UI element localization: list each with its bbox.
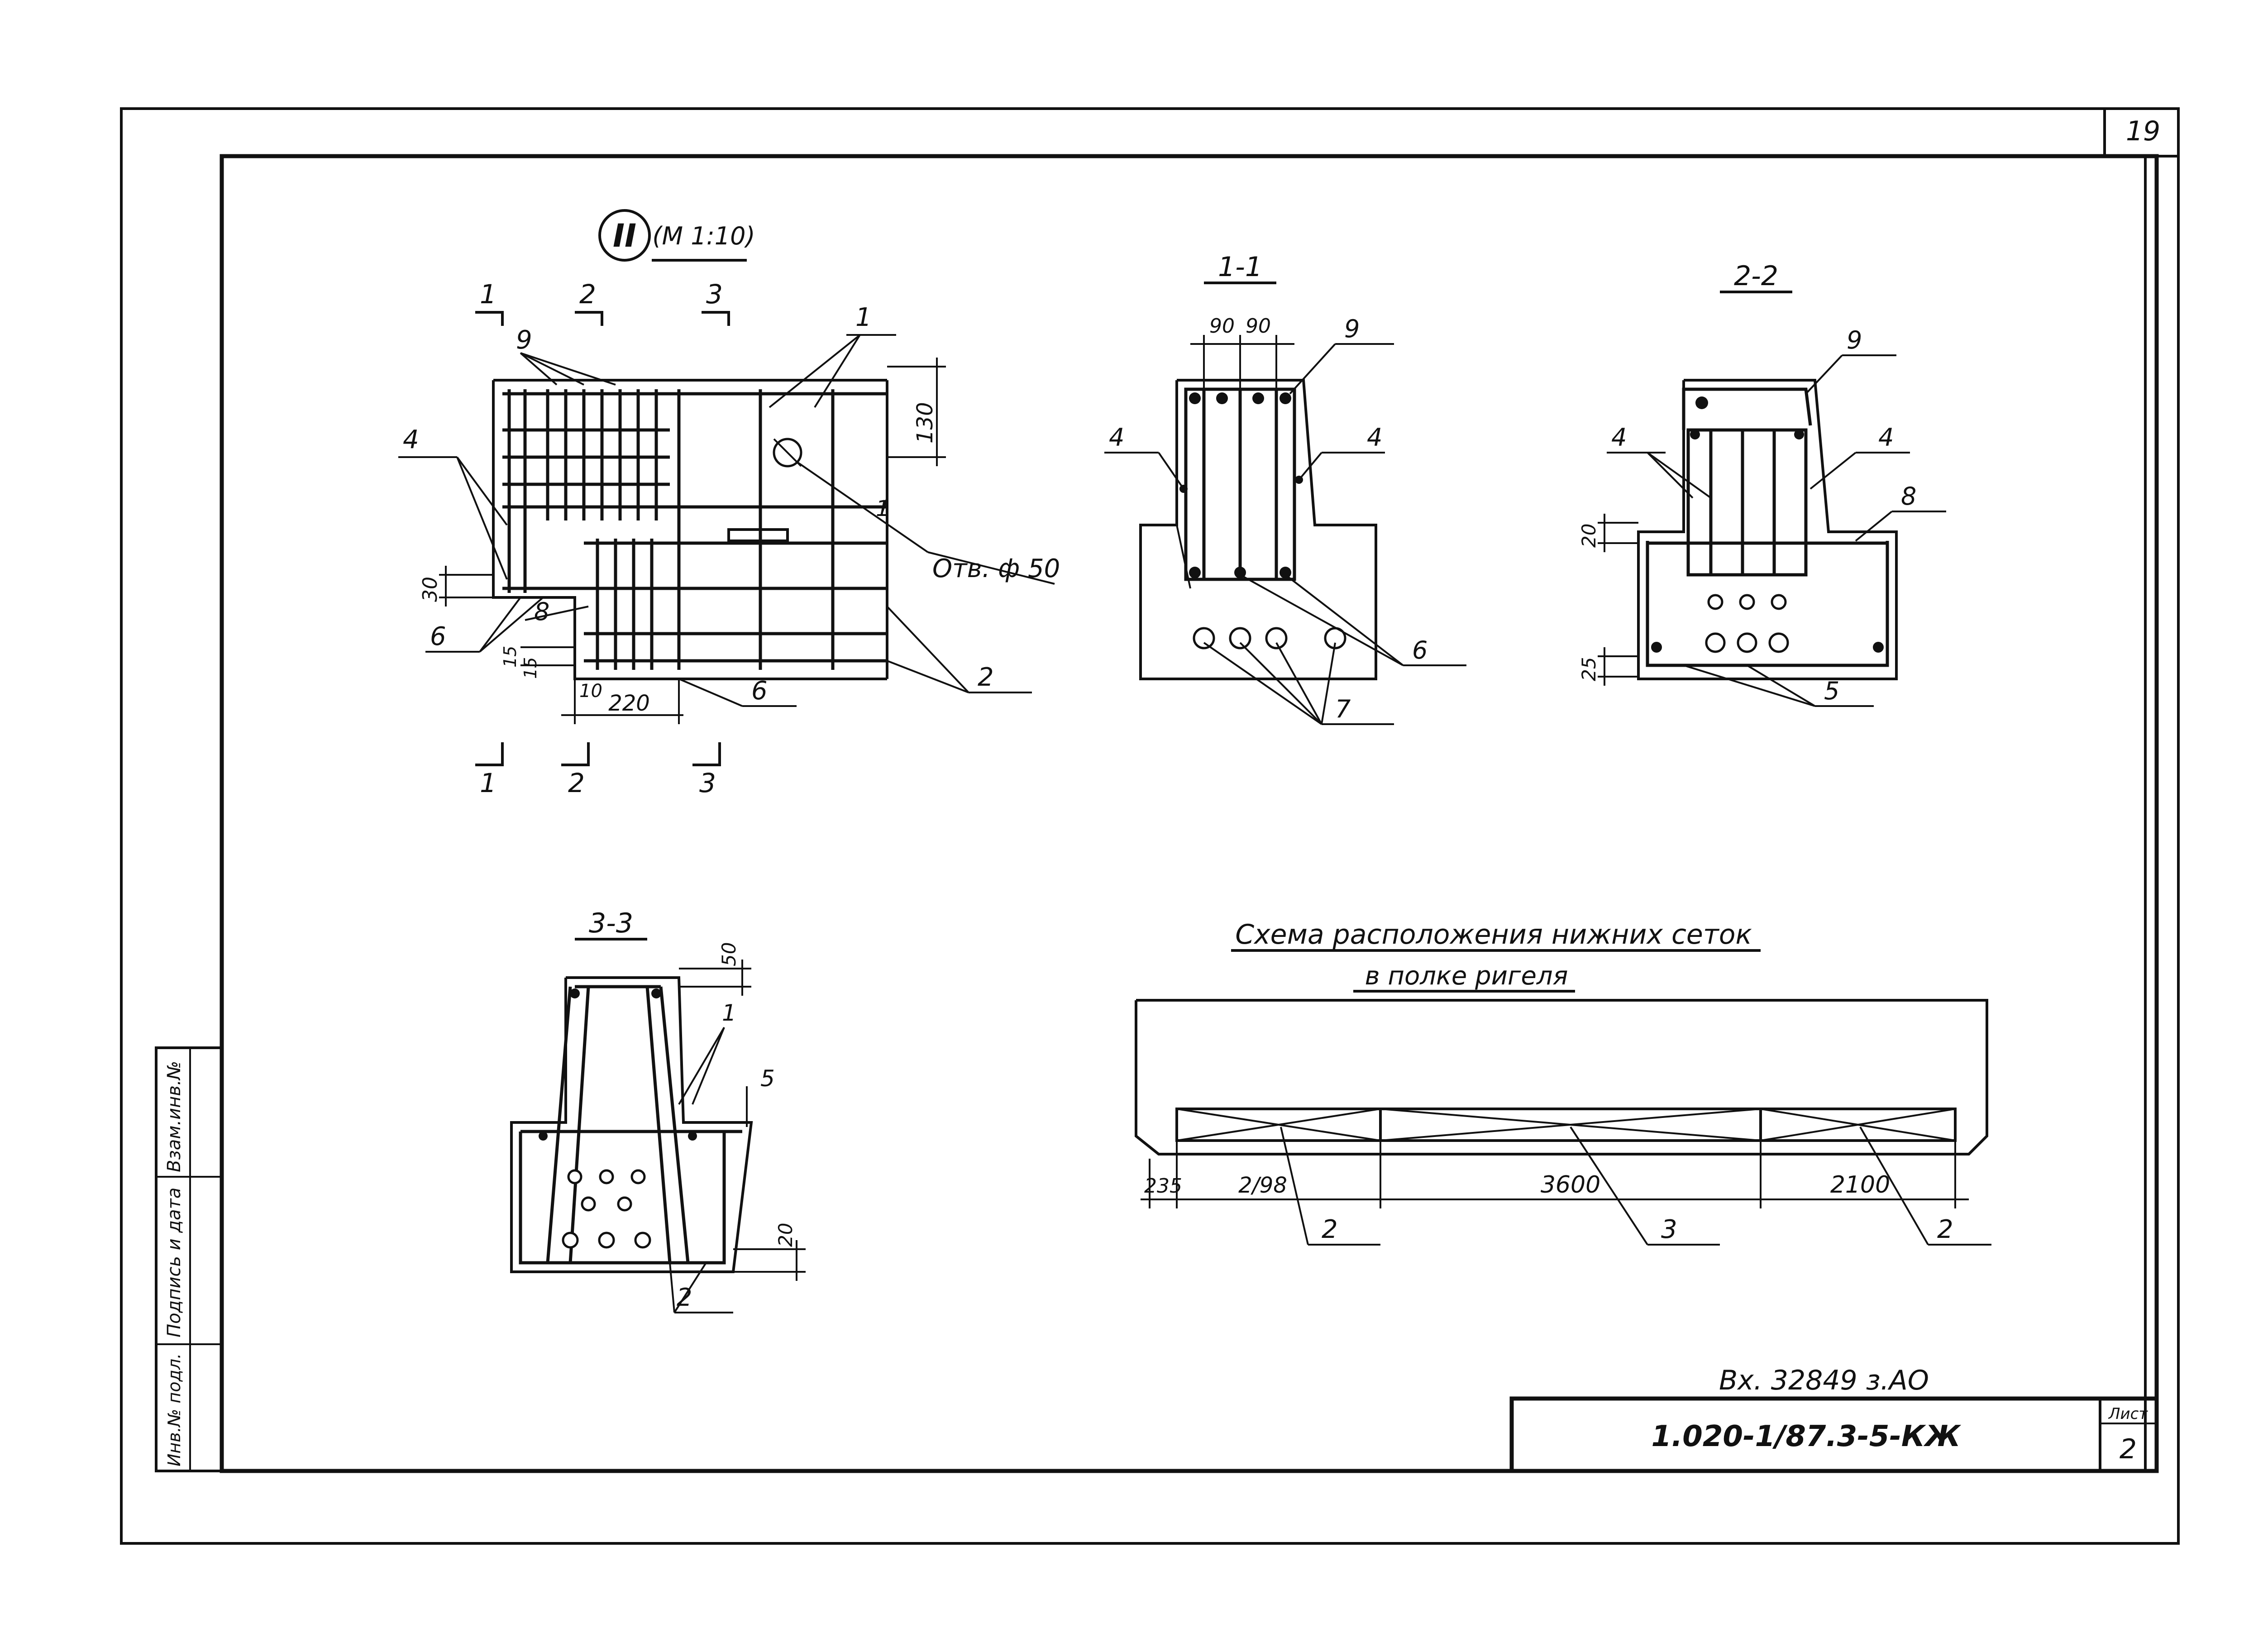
section-1-1-dim-90b: 90 (1246, 315, 1271, 338)
section-2-2-callout-4-left: 4 (1607, 423, 1712, 499)
callout-4: 4 (398, 425, 508, 580)
section-1-1-callout-4-right: 4 (1298, 423, 1385, 481)
section-3-3-callout-2: 2 (669, 1262, 733, 1313)
stamp-signature-date: Подпись и дата (164, 1188, 185, 1337)
section-mark-1-top: 1 (480, 279, 497, 310)
side-stamp: Взам.инв.№ Подпись и дата Инв.№ подл. (155, 1046, 223, 1472)
section-2-2: 2-2 20 25 9 (1578, 260, 1946, 707)
section-2-2-callout-9: 9 (1805, 326, 1896, 395)
section-1-1: 1-1 90 90 9 4 (1104, 251, 1466, 725)
section-3-3-dim-50: 50 (718, 942, 740, 966)
scheme: Схема расположения нижних сеток в полке … (1135, 919, 1991, 1246)
svg-text:6: 6 (1412, 636, 1428, 664)
scheme-callout-3: 3 (1570, 1126, 1720, 1246)
svg-text:1: 1 (855, 303, 872, 332)
section-3-3-callout-5: 5 (746, 1065, 775, 1127)
node-view: II (М 1:10) (398, 209, 1060, 798)
document-code: 1.020-1/87.3-5-КЖ (1651, 1420, 1961, 1453)
svg-text:4: 4 (403, 425, 419, 454)
scheme-title-1: Схема расположения нижних сеток (1235, 919, 1752, 950)
section-mark-2-top: 2 (579, 279, 596, 310)
scheme-dim-2100: 2100 (1830, 1171, 1890, 1198)
section-3-3-title: 3-3 (589, 907, 633, 939)
section-marks-bottom: 1 2 3 (475, 742, 721, 798)
section-mark-2-bottom: 2 (568, 768, 585, 798)
svg-text:4: 4 (1109, 423, 1124, 452)
callout-8: 8 (525, 597, 589, 626)
section-1-1-callout-4-left: 4 (1104, 423, 1184, 490)
svg-text:8: 8 (1901, 482, 1916, 511)
outer-frame (120, 107, 2180, 1545)
svg-text:5: 5 (1824, 677, 1839, 705)
dim-15-b: 15 (520, 657, 540, 679)
svg-text:4: 4 (1611, 423, 1627, 452)
scheme-title-2: в полке ригеля (1365, 961, 1568, 991)
callout-2: 2 (886, 606, 1032, 693)
stamp-replace-inv: Взам.инв.№ (164, 1061, 185, 1172)
svg-text:4: 4 (1878, 423, 1894, 452)
dim-15-a: 15 (500, 646, 520, 668)
section-1-1-dim-90a: 90 (1209, 315, 1235, 338)
svg-text:5: 5 (760, 1065, 775, 1092)
section-2-2-title: 2-2 (1734, 260, 1778, 292)
title-block: 1.020-1/87.3-5-КЖ Лист 2 Вх. 32849 з.АО (1509, 1365, 2159, 1473)
node-scale: (М 1:10) (652, 222, 755, 250)
section-2-2-dim-20: 20 (1578, 524, 1600, 548)
svg-text:1: 1 (722, 1000, 736, 1026)
page-number-box (2103, 107, 2180, 158)
scheme-callout-2-left: 2 (1280, 1127, 1380, 1246)
stamp-inv-no: Инв.№ подл. (164, 1353, 184, 1466)
section-2-2-dim-25: 25 (1578, 657, 1600, 681)
svg-text:6: 6 (751, 676, 768, 706)
section-2-2-callout-8: 8 (1855, 482, 1946, 542)
hole-callout: Отв. ф 50 (796, 461, 1060, 585)
section-3-3-dim-20: 20 (774, 1223, 797, 1247)
svg-text:2: 2 (1322, 1215, 1338, 1244)
node-circle (598, 209, 651, 262)
section-mark-3-top: 3 (706, 279, 723, 310)
svg-text:4: 4 (1367, 423, 1382, 452)
svg-text:9: 9 (1847, 326, 1862, 354)
callout-9: 9 (516, 325, 616, 386)
dim-10: 10 (579, 681, 602, 702)
scheme-dim-3600: 3600 (1541, 1171, 1600, 1198)
svg-text:9: 9 (1344, 315, 1360, 343)
section-mark-3-bottom: 3 (699, 768, 716, 798)
callout-1-top: 1 (769, 303, 896, 408)
svg-text:3: 3 (1661, 1215, 1677, 1244)
svg-text:9: 9 (516, 325, 532, 355)
section-1-1-callout-7: 7 (1203, 642, 1394, 725)
inner-frame (220, 154, 2159, 1473)
callout-6-left: 6 (425, 597, 544, 653)
section-mark-1-bottom: 1 (480, 768, 497, 798)
svg-text:7: 7 (1335, 695, 1351, 723)
scheme-dim-235: 235 (1144, 1175, 1182, 1198)
svg-text:6: 6 (430, 622, 446, 651)
svg-text:2: 2 (677, 1283, 692, 1312)
node-label: II (613, 217, 636, 254)
scheme-dim-2198: 2/98 (1238, 1173, 1287, 1198)
svg-text:8: 8 (534, 597, 549, 626)
dim-30: 30 (419, 577, 442, 602)
hole-label: Отв. ф 50 (932, 554, 1060, 583)
inventory-stamp: Вх. 32849 з.АО (1719, 1365, 1929, 1396)
page-number: 19 (2126, 115, 2160, 147)
section-3-3: 3-3 50 20 1 5 (510, 907, 806, 1313)
scheme-callout-2-right: 2 (1859, 1127, 1991, 1246)
section-1-1-callout-6: 6 (1240, 574, 1466, 666)
svg-text:2: 2 (978, 663, 994, 692)
callout-6-bottom: 6 (678, 676, 797, 707)
dim-130: 130 (912, 402, 938, 444)
section-1-1-title: 1-1 (1218, 251, 1262, 283)
section-2-2-callout-5: 5 (1683, 664, 1874, 707)
dim-220: 220 (608, 691, 650, 716)
section-2-2-callout-4-right: 4 (1809, 423, 1910, 490)
section-marks-top: 1 2 3 (475, 279, 730, 326)
section-1-1-callout-9: 9 (1289, 315, 1394, 395)
svg-text:2: 2 (1937, 1215, 1953, 1244)
sheet-label: Лист (2108, 1405, 2148, 1423)
sheet-number: 2 (2120, 1433, 2137, 1465)
section-3-3-callout-1: 1 (678, 1000, 736, 1105)
